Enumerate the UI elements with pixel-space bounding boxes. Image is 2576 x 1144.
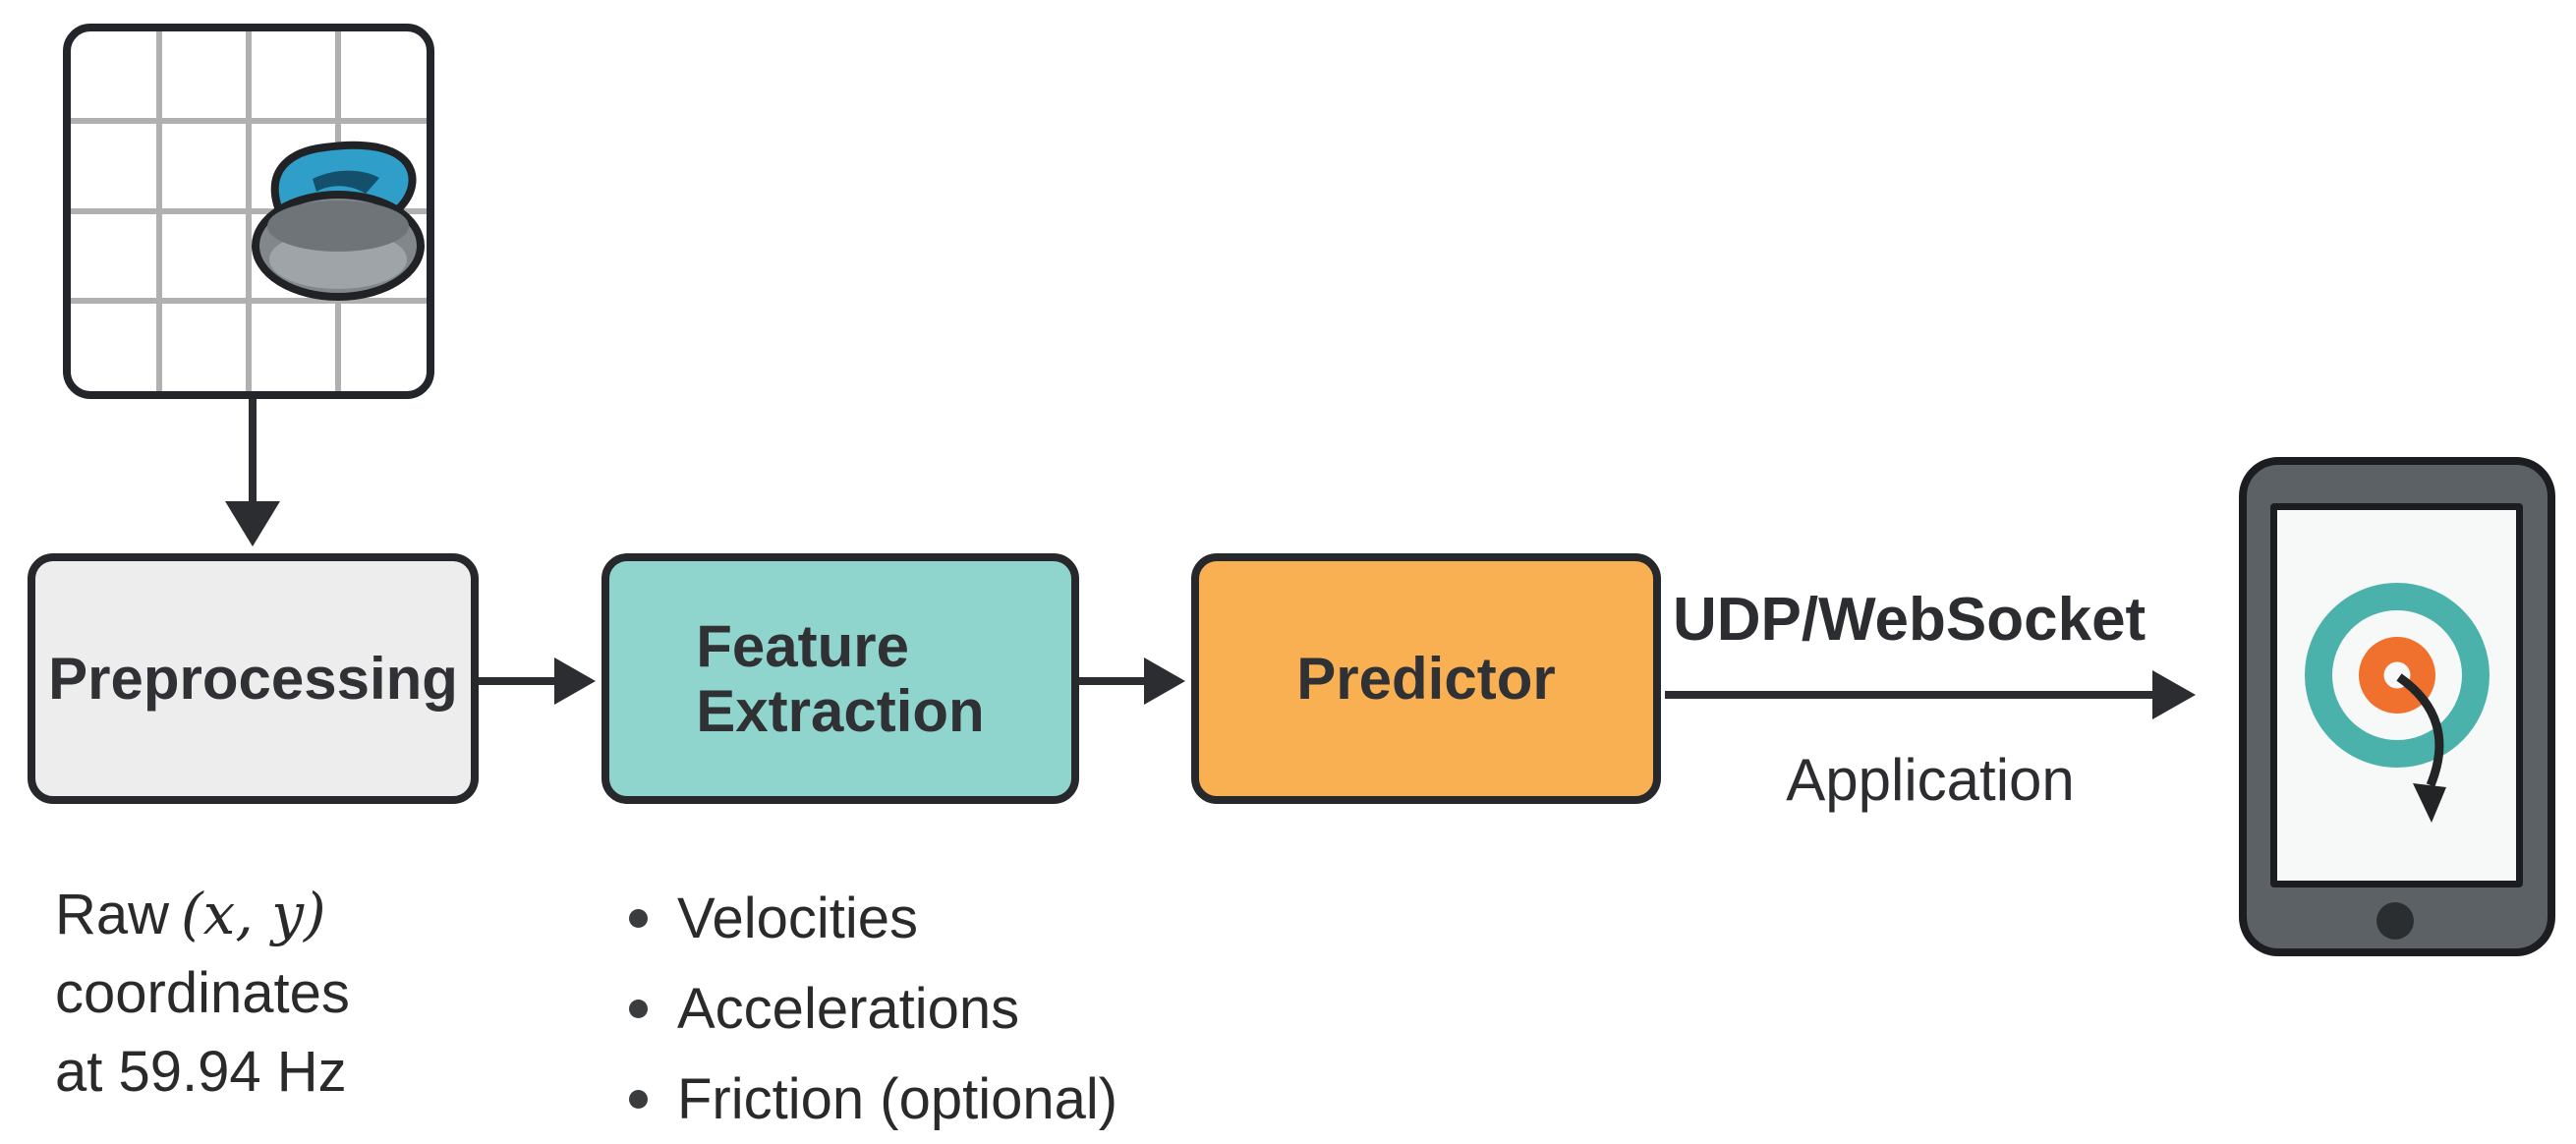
- feature-extraction-line1: Feature: [696, 612, 910, 679]
- feature-list-item-label: Accelerations: [677, 976, 1020, 1041]
- node-preprocessing-label: Preprocessing: [48, 645, 458, 712]
- input-grid-icon: [63, 24, 434, 399]
- feature-list-item-label: Friction (optional): [677, 1066, 1118, 1131]
- trajectory-arrow: [2396, 673, 2446, 823]
- feature-list-item: Accelerations: [629, 963, 1117, 1054]
- arrow-grid-to-preprocessing: [225, 399, 280, 546]
- arrow-predictor-to-application: [1665, 670, 2196, 719]
- arrow-preprocessing-to-feature-extraction: [479, 658, 596, 705]
- input-caption: Raw(x, y) coordinates at 59.94 Hz: [55, 875, 350, 1112]
- input-caption-math: (x, y): [181, 881, 326, 947]
- node-feature-extraction: Feature Extraction: [601, 553, 1079, 804]
- tablet-device-icon: [2239, 457, 2555, 956]
- feature-list-item: Velocities: [629, 873, 1117, 963]
- curling-stone-icon: [252, 141, 425, 301]
- feature-list-item: Friction (optional): [629, 1054, 1117, 1144]
- arrow-feature-extraction-to-predictor: [1079, 658, 1185, 705]
- input-caption-line3: at 59.94 Hz: [55, 1040, 347, 1104]
- input-caption-prefix: Raw: [55, 883, 170, 946]
- tablet-screen: [2270, 503, 2523, 887]
- feature-list-item-label: Velocities: [677, 886, 919, 950]
- feature-list: Velocities Accelerations Friction (optio…: [629, 873, 1117, 1144]
- node-predictor-label: Predictor: [1296, 645, 1556, 712]
- node-preprocessing: Preprocessing: [28, 553, 479, 804]
- feature-extraction-line2: Extraction: [696, 677, 985, 744]
- home-button-icon: [2376, 902, 2414, 940]
- target-icon: [2305, 583, 2490, 823]
- node-feature-extraction-label: Feature Extraction: [696, 612, 985, 744]
- input-caption-line1: Raw(x, y): [55, 875, 350, 954]
- bullet-icon: [629, 1089, 648, 1109]
- application-label: Application: [1786, 747, 2075, 813]
- node-predictor: Predictor: [1191, 553, 1661, 804]
- transport-label: UDP/WebSocket: [1673, 586, 2147, 654]
- input-caption-line2: coordinates: [55, 961, 350, 1025]
- grid-and-stone-graphic: [71, 31, 427, 391]
- bullet-icon: [629, 999, 648, 1018]
- target-outer-ring: [2305, 583, 2490, 768]
- bullet-icon: [629, 908, 648, 928]
